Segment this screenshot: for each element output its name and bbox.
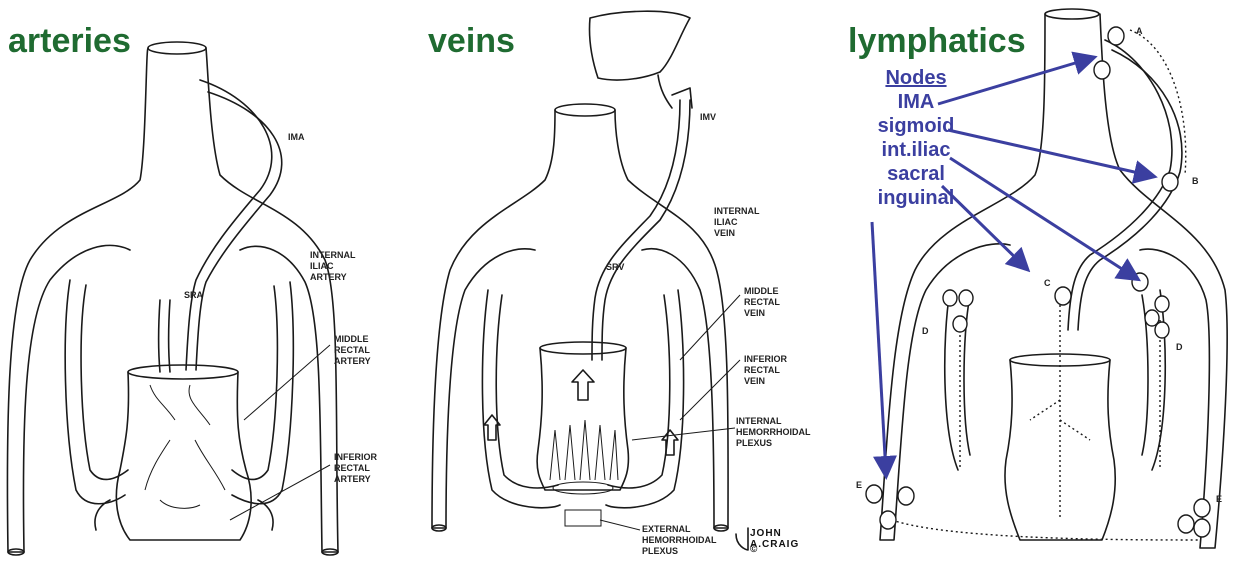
node-d-right-3 xyxy=(1155,322,1169,338)
external-plexus xyxy=(565,510,601,526)
label-external-hemorrhoidal-plexus: EXTERNAL HEMORRHOIDAL PLEXUS xyxy=(642,524,717,557)
node-ima-2 xyxy=(1094,61,1110,79)
inferior-rectal-leader xyxy=(230,465,330,520)
label-inferior-rectal-vein: INFERIOR RECTAL VEIN xyxy=(744,354,787,387)
left-internal-iliac-vein-inner xyxy=(496,295,558,488)
sra-vessel-inner xyxy=(169,300,171,372)
internal-plexus-leader xyxy=(632,428,735,440)
label-sra: SRA xyxy=(184,290,203,301)
aorta-right-wall xyxy=(206,48,338,552)
left-internal-limb-inner xyxy=(81,285,128,479)
ivc-right-wall xyxy=(615,110,728,528)
left-internal-iliac-vein xyxy=(482,290,560,508)
node-d-left-1 xyxy=(943,290,957,306)
label-internal-iliac-vein: INTERNAL ILIAC VEIN xyxy=(714,206,760,239)
node-d-right-1 xyxy=(1155,296,1169,312)
arrow-sigmoid xyxy=(948,130,1152,176)
internal-plexus-ring xyxy=(553,482,613,494)
external-plexus-leader xyxy=(600,520,640,530)
node-e-left-3 xyxy=(880,511,896,529)
lymph-aorta-top xyxy=(1045,9,1099,19)
artist-credit: JOHN A.CRAIG xyxy=(750,528,830,550)
label-internal-hemorrhoidal-plexus: INTERNAL HEMORRHOIDAL PLEXUS xyxy=(736,416,811,449)
veins-panel: veins IMV SRV INTERNAL ILIAC xyxy=(410,0,830,564)
rectum-top-veins xyxy=(540,342,626,354)
label-imv: IMV xyxy=(700,112,716,123)
up-arrow-right xyxy=(662,430,678,455)
letter-d-right: D xyxy=(1176,342,1183,353)
left-internal-limb xyxy=(65,280,125,504)
rectal-branches xyxy=(145,385,225,508)
veins-illustration xyxy=(410,0,830,564)
ivc-top xyxy=(555,104,615,116)
node-sigmoid xyxy=(1162,173,1178,191)
aorta-left-wall xyxy=(7,48,148,552)
node-e-right-1 xyxy=(1178,515,1194,533)
node-group-inguinal: inguinal xyxy=(866,186,966,210)
label-middle-rectal-vein: MIDDLE RECTAL VEIN xyxy=(744,286,780,319)
arteries-panel: arteries IMA SRA INTERNAL ILIAC ARTERY M… xyxy=(0,0,410,564)
node-sacral xyxy=(1055,287,1071,305)
letter-e-right: E xyxy=(1216,494,1222,505)
node-d-left-2 xyxy=(959,290,973,306)
letter-c: C xyxy=(1044,278,1051,289)
label-middle-rectal-artery: MIDDLE RECTAL ARTERY xyxy=(334,334,371,367)
ima-vessel-inner xyxy=(196,92,282,370)
rectum-top xyxy=(128,365,238,379)
rectum-outline xyxy=(116,372,251,540)
node-d-left-3 xyxy=(953,316,967,332)
label-inferior-rectal-artery: INFERIOR RECTAL ARTERY xyxy=(334,452,377,485)
node-group-int-iliac: int.iliac xyxy=(866,138,966,162)
right-internal-iliac-vein-inner xyxy=(608,295,670,488)
portal-vein xyxy=(658,75,692,108)
imv-vessel xyxy=(602,100,690,360)
node-e-right-2 xyxy=(1194,499,1210,517)
node-group-sacral: sacral xyxy=(866,162,966,186)
nodes-title: Nodes xyxy=(866,66,966,90)
node-e-left-2 xyxy=(898,487,914,505)
right-internal-limb-inner xyxy=(232,286,277,479)
node-e-left-1 xyxy=(866,485,882,503)
copyright-mark: © xyxy=(750,544,758,555)
lymph-flow-upper xyxy=(1130,30,1186,175)
label-internal-iliac-artery: INTERNAL ILIAC ARTERY xyxy=(310,250,356,283)
letter-d-left: D xyxy=(922,326,929,337)
letter-b: B xyxy=(1192,176,1199,187)
letter-a: A xyxy=(1136,26,1143,37)
node-e-right-3 xyxy=(1194,519,1210,537)
sra-vessel xyxy=(159,300,161,372)
internal-hemorrhoidal-columns xyxy=(550,420,618,480)
right-internal-limb xyxy=(232,282,293,504)
node-group-sigmoid: sigmoid xyxy=(866,114,966,138)
node-group-ima: IMA xyxy=(866,90,966,114)
label-srv: SRV xyxy=(606,262,624,273)
middle-rectal-leader xyxy=(244,345,330,420)
liver-outline xyxy=(589,11,690,80)
nodes-legend: Nodes IMA sigmoid int.iliac sacral ingui… xyxy=(866,66,966,210)
letter-e-left: E xyxy=(856,480,862,491)
lymphatics-panel: lymphatics xyxy=(830,0,1236,564)
arrow-int-iliac xyxy=(950,158,1136,278)
arrow-inguinal xyxy=(872,222,886,474)
signature-stroke xyxy=(736,528,748,550)
aorta-top xyxy=(148,42,206,54)
up-arrow-rectum xyxy=(572,370,594,400)
lymph-flow-rectal xyxy=(960,300,1160,520)
lymph-flow-inguinal xyxy=(892,520,1200,540)
middle-rectal-vein-leader xyxy=(680,295,740,360)
label-ima: IMA xyxy=(288,132,305,143)
node-ima-1 xyxy=(1108,27,1124,45)
